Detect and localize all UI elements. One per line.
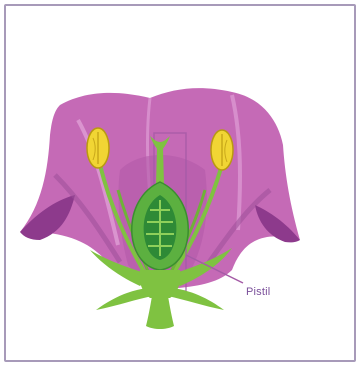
anther-right — [211, 130, 233, 170]
sepal-right-low — [168, 288, 224, 310]
style — [156, 148, 164, 185]
stem — [146, 296, 174, 329]
pistil-label: Pistil — [246, 286, 270, 298]
sepal-left-low — [96, 288, 152, 310]
receptacle-base — [139, 270, 180, 298]
anther-left — [87, 128, 109, 168]
